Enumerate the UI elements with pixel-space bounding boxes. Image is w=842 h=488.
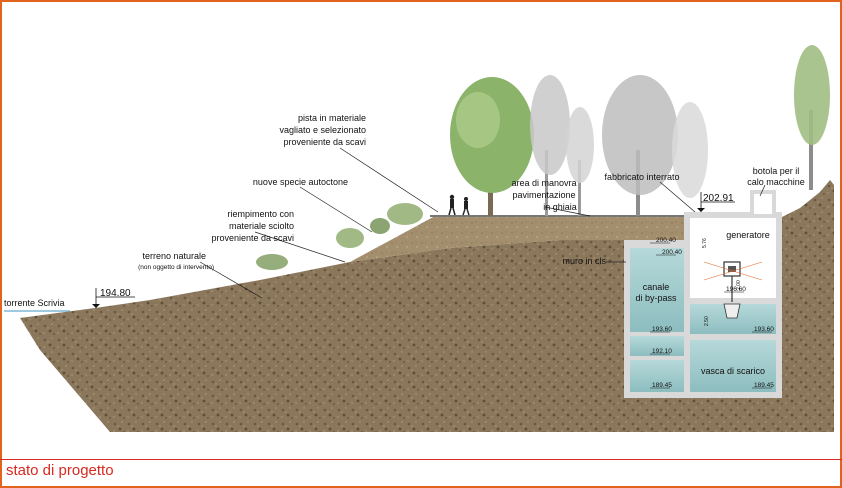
label-fabbricato: fabbricato interrato xyxy=(604,172,679,182)
footer-rule xyxy=(0,459,842,460)
label-terreno: terreno naturale xyxy=(142,251,206,261)
elevation-marker-torrente xyxy=(92,288,135,308)
page-title: stato di progetto xyxy=(6,462,114,479)
elevation-torrente: 194.80 xyxy=(100,288,131,299)
label-canale-1: canale xyxy=(643,282,670,292)
label-area-manovra-3: in ghiaia xyxy=(543,202,577,212)
internal-level-marks xyxy=(650,242,772,389)
natural-ground xyxy=(20,180,834,432)
generator-icon xyxy=(703,261,763,319)
label-torrente: torrente Scrivia xyxy=(4,298,65,308)
dim-2-50: 2.50 xyxy=(704,316,710,326)
label-pista-3: proveniente da scavi xyxy=(283,137,366,147)
elevation-189-45: 189.45 xyxy=(652,382,672,389)
fill-layer xyxy=(150,216,685,300)
elevation-193-60: 193.60 xyxy=(652,326,672,333)
dim-2-00: 2.00 xyxy=(736,280,742,290)
elevation-fabbricato: 202.91 xyxy=(703,193,734,204)
elevation-189-45-b: 189.45 xyxy=(754,382,774,389)
label-nuove-specie: nuove specie autoctone xyxy=(253,177,348,187)
elevation-200-40: 200.40 xyxy=(656,237,676,244)
label-riempimento-1: riempimento con xyxy=(227,209,294,219)
label-pista-2: vagliato e selezionato xyxy=(279,125,366,135)
label-riempimento-3: proveniente da scavi xyxy=(211,233,294,243)
dim-5-76: 5.76 xyxy=(702,238,708,248)
label-area-manovra-2: pavimentazione xyxy=(512,190,575,200)
label-pista-1: pista in materiale xyxy=(298,113,366,123)
label-canale-2: di by-pass xyxy=(635,293,677,303)
people xyxy=(448,194,470,216)
elevation-200-40-b: 200.40 xyxy=(662,249,682,256)
label-area-manovra-1: area di manovra xyxy=(511,178,576,188)
elevation-196-60: 196.60 xyxy=(726,286,746,293)
shrubs xyxy=(256,203,423,270)
trees xyxy=(450,45,830,216)
underground-structure xyxy=(624,190,782,398)
label-botola-2: calo macchine xyxy=(747,177,805,187)
label-riempimento-2: materiale sciolto xyxy=(229,221,294,231)
elevation-193-60-b: 193.60 xyxy=(754,326,774,333)
elevation-192-10: 192.10 xyxy=(652,348,672,355)
label-terreno-note: (non oggetto di intervento) xyxy=(138,264,214,271)
label-muro: muro in cls xyxy=(562,256,606,266)
label-vasca: vasca di scarico xyxy=(701,366,765,376)
label-botola-1: botola per il xyxy=(753,166,800,176)
leader-lines xyxy=(199,147,766,299)
label-generatore: generatore xyxy=(726,230,770,240)
elevation-marker-fabbricato xyxy=(697,192,735,212)
